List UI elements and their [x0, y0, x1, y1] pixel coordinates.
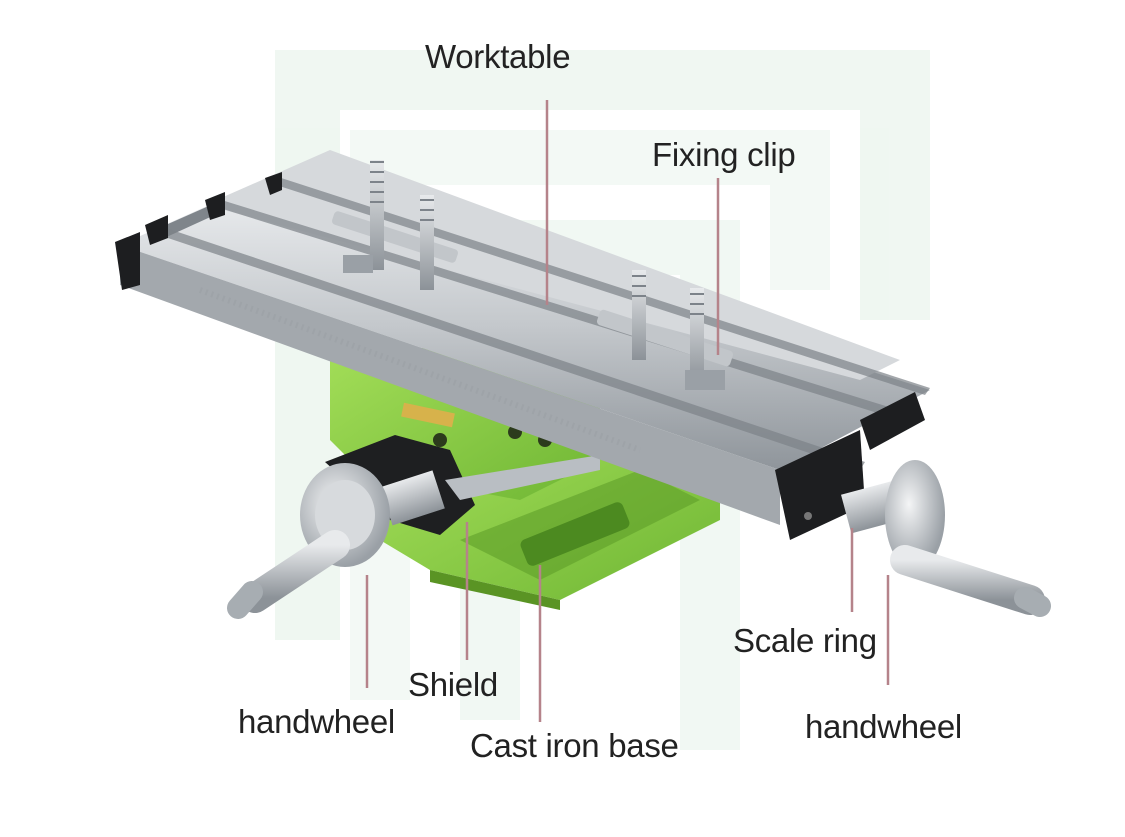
fixing-clip-left-shape — [332, 160, 458, 290]
label-fixing-clip: Fixing clip — [652, 136, 796, 173]
label-cast-iron-base: Cast iron base — [470, 727, 679, 764]
label-scale-ring: Scale ring — [733, 622, 877, 659]
fixing-clip-right-shape — [596, 270, 734, 390]
label-worktable: Worktable — [425, 38, 571, 75]
leader-lines — [365, 100, 890, 722]
handwheel-left-shape — [227, 463, 445, 619]
handwheel-right-shape — [841, 460, 1051, 617]
label-shield: Shield — [408, 666, 498, 703]
label-handwheel-right: handwheel — [805, 708, 962, 745]
label-handwheel-left: handwheel — [238, 703, 395, 740]
